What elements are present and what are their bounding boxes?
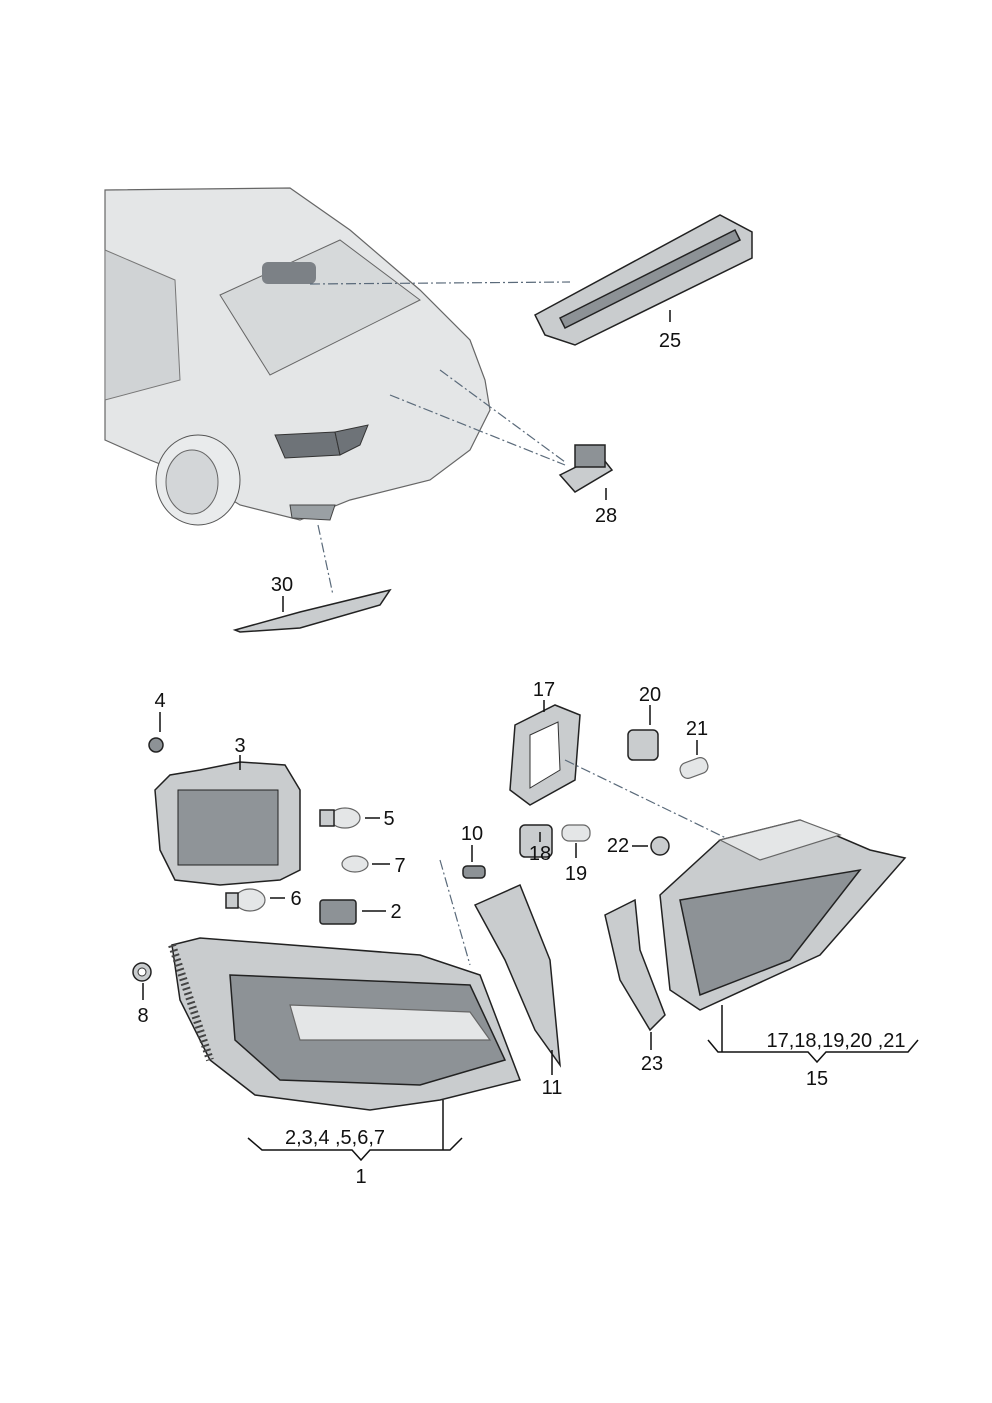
tail-light-outer: [274, 431, 341, 459]
part-18-bulb-socket: [519, 824, 553, 858]
part-30-reflector-trim: [232, 524, 392, 633]
bracket-15: [707, 1039, 919, 1064]
callout-23: 23: [641, 1053, 663, 1075]
callout-18: 18: [529, 843, 551, 865]
part-5-bulb: [319, 807, 380, 829]
part-10-screw: [462, 845, 486, 879]
bracket-1: [247, 1137, 463, 1162]
part-6-bulb: [225, 888, 285, 912]
callout-1: 1: [355, 1166, 366, 1188]
callout-22: 22: [607, 835, 629, 857]
callout-15: 15: [806, 1068, 828, 1090]
part-3-bulb-carrier: [154, 755, 301, 886]
part-7-bulb: [341, 855, 390, 873]
callout-20: 20: [639, 684, 661, 706]
part-19-bulb: [561, 824, 591, 858]
third-brake-light: [262, 262, 316, 284]
part-23-trim: [604, 898, 666, 1050]
callout-19: 19: [565, 863, 587, 885]
part-21-bulb: [679, 740, 709, 779]
part-28-license-plate-light: [389, 369, 614, 500]
callout-17: 17: [533, 679, 555, 701]
callout-10: 10: [461, 823, 483, 845]
group-1-contents: 2,3,4 ,5,6,7: [285, 1127, 385, 1149]
callout-11: 11: [542, 1077, 563, 1099]
callout-4: 4: [154, 690, 165, 712]
part-22-nut: [632, 836, 670, 856]
part-4-screw: [148, 712, 164, 753]
car-rear-view: [104, 187, 491, 526]
callout-2: 2: [390, 901, 401, 923]
group-15-contents: 17,18,19,20 ,21: [766, 1030, 905, 1052]
part-8-nut: [132, 962, 152, 1000]
callout-25: 25: [659, 330, 681, 352]
part-17-gasket: [509, 700, 731, 841]
part-11-trim: [473, 883, 562, 1075]
callout-8: 8: [137, 1005, 148, 1027]
part-20-bulb-socket: [627, 705, 659, 761]
callout-3: 3: [234, 735, 245, 757]
callout-5: 5: [383, 808, 394, 830]
callout-30: 30: [271, 574, 293, 596]
part-25-high-mount-brake-light: [309, 214, 753, 346]
part-2-connector: [319, 899, 386, 925]
callout-6: 6: [290, 888, 301, 910]
part-1-tail-light-outer: [168, 859, 522, 1111]
part-15-tail-light-inner: [659, 819, 907, 1011]
callout-7: 7: [394, 855, 405, 877]
callout-28: 28: [595, 505, 617, 527]
callout-21: 21: [686, 718, 708, 740]
